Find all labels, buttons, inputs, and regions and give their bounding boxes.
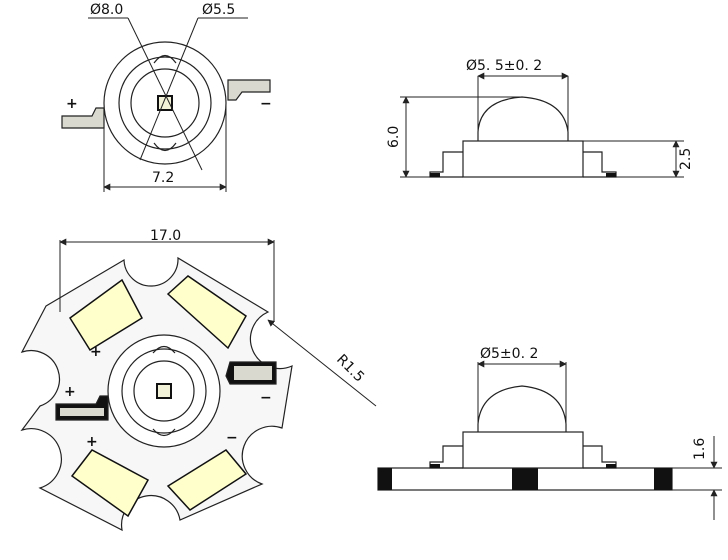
top-view-width-label: 7.2 [152, 170, 174, 186]
star-board-pad-top-left [68, 278, 143, 352]
star-board-emitter-lens [133, 360, 195, 422]
star-board-radius-label: R1.5 [333, 352, 367, 386]
star-board-pad-bottom-left [70, 449, 150, 518]
board-side-view-lens-diameter-label: Ø5±0. 2 [480, 346, 538, 362]
star-board-chip [156, 383, 172, 399]
top-view-right-lead [227, 79, 271, 101]
top-view-ring [118, 56, 212, 150]
star-board-width-label: 17.0 [150, 228, 181, 244]
side-view-body [462, 140, 584, 178]
top-view-lens-diameter-label: Ø5.5 [202, 2, 235, 18]
star-board-emitter-ring [121, 348, 207, 434]
top-view-outer-diameter-label: Ø8.0 [90, 2, 123, 18]
star-board-minus-right: − [260, 390, 272, 406]
board-side-view-body [462, 431, 584, 469]
side-view-lens [477, 96, 569, 141]
star-board-plus-left: + [64, 384, 76, 400]
side-view-lens-diameter-label: Ø5. 5±0. 2 [466, 58, 542, 74]
top-view-top-tab [153, 54, 177, 64]
top-view [61, 17, 271, 192]
board-side-view [377, 360, 722, 520]
star-board-plus-top: + [90, 344, 102, 360]
top-view-lens [130, 68, 200, 138]
board-side-view-lens [477, 385, 567, 432]
board-side-view-thickness-label: 1.6 [692, 438, 708, 460]
side-view [400, 72, 684, 178]
star-board-minus-bottom: − [226, 430, 238, 446]
top-view-minus-sign: − [260, 96, 272, 112]
side-view-body-height-label: 2.5 [678, 148, 694, 170]
top-view-plus-sign: + [66, 96, 78, 112]
star-board [20, 238, 377, 532]
side-view-total-height-label: 6.0 [386, 126, 402, 148]
star-board-pad-bottom-right [166, 449, 248, 511]
top-view-bottom-tab [153, 142, 177, 152]
star-board-pad-top-right [166, 275, 247, 350]
star-board-plus-bottom: + [86, 434, 98, 450]
